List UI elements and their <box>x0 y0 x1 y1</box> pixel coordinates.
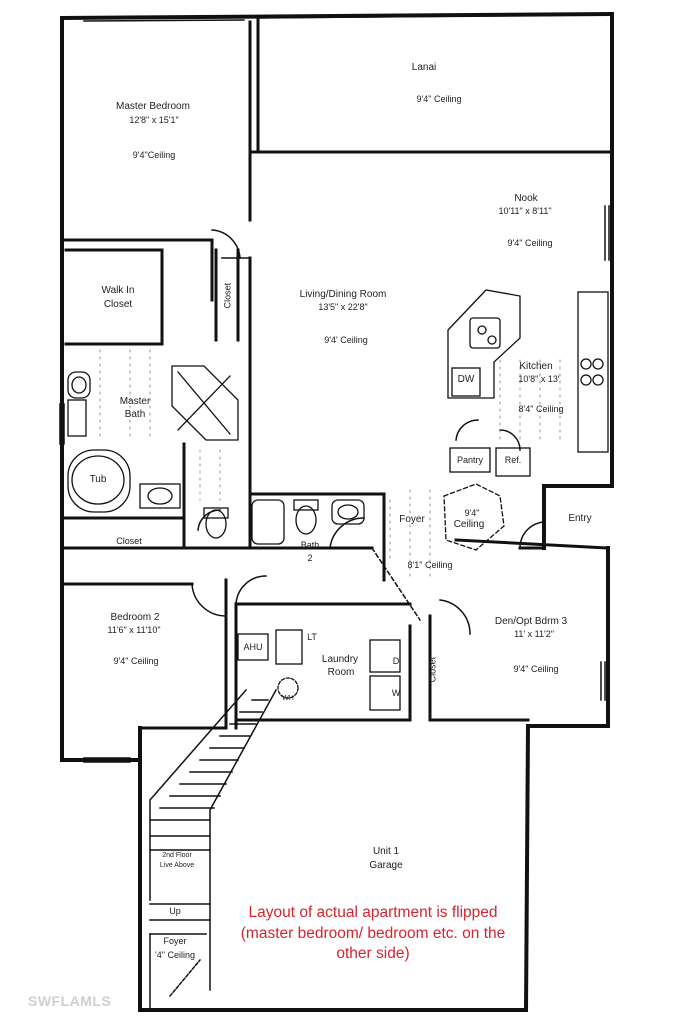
pantry-label: Pantry <box>456 455 483 465</box>
lanai-ceiling: 9'4" Ceiling <box>416 94 462 104</box>
ahu-label: AHU <box>243 642 263 652</box>
interior-walls <box>60 18 614 730</box>
nook-ceiling: 9'4" Ceiling <box>507 238 553 248</box>
laundry-label-1: Laundry <box>321 654 359 665</box>
windows <box>59 14 610 763</box>
master-bedroom-ceiling: 9'4"Ceiling <box>132 150 176 160</box>
watermark: SWFLAMLS <box>28 993 112 1009</box>
walk-in-closet-label-1: Walk In <box>101 285 135 296</box>
master-bath-label-1: Master <box>119 396 151 407</box>
master-bath-label-2: Bath <box>124 409 146 420</box>
kitchen-ceiling: 8'4" Ceiling <box>518 404 564 414</box>
den-label: Den/Opt Bdrm 3 <box>494 616 568 627</box>
living-dining-label: Living/Dining Room <box>299 289 387 300</box>
fixtures <box>67 289 609 711</box>
dishwasher-label: DW <box>457 374 475 385</box>
living-dining-size: 13'5" x 22'8" <box>318 302 368 312</box>
bath2-label-1: Bath <box>300 540 320 550</box>
bedroom2-label: Bedroom 2 <box>110 612 160 623</box>
foyer-lower-label: Foyer <box>163 936 187 946</box>
kitchen-label: Kitchen <box>519 361 553 372</box>
closet-bedroom2-label: Closet <box>116 536 142 546</box>
foyer-lower-ceiling: '4" Ceiling <box>155 950 195 960</box>
walk-in-closet-label-2: Closet <box>103 299 133 310</box>
master-bedroom-label: Master Bedroom <box>116 101 190 112</box>
lanai-label: Lanai <box>411 62 437 73</box>
tub-label: Tub <box>89 474 107 485</box>
staircase <box>149 688 278 1011</box>
kitchen-size: 10'8" x 13' <box>518 374 560 384</box>
flipped-layout-note: Layout of actual apartment is flipped (m… <box>240 904 506 963</box>
laundry-label-2: Room <box>327 667 355 678</box>
foyer-dome-line1: 9'4" <box>464 508 480 518</box>
foyer-label: Foyer <box>399 514 425 525</box>
closet-vertical-label: Closet <box>222 282 233 309</box>
garage-label-2: Garage <box>369 860 403 871</box>
den-size: 11' x 11'2" <box>514 629 554 639</box>
refrigerator-label: Ref. <box>504 455 522 465</box>
bedroom2-ceiling: 9'4" Ceiling <box>113 656 159 666</box>
water-heater-label: WH <box>282 695 294 702</box>
garage-label-1: Unit 1 <box>372 846 400 857</box>
stairs-note-line2: Live Above <box>159 862 195 869</box>
nook-size: 10'11" x 8'11" <box>498 206 552 216</box>
dryer-label: D <box>392 656 400 666</box>
living-dining-ceiling: 9'4' Ceiling <box>324 335 368 345</box>
closet-den-label: Closet <box>427 656 438 683</box>
laundry-tub-label: LT <box>307 632 317 642</box>
master-bedroom-size: 12'8" x 15'1" <box>129 115 179 125</box>
nook-label: Nook <box>514 193 538 204</box>
bedroom2-size: 11'6" x 11'10" <box>107 625 161 635</box>
entry-label: Entry <box>568 513 592 524</box>
stairs-up-label: Up <box>169 906 181 916</box>
foyer-ceiling: 8'1" Ceiling <box>407 560 453 570</box>
stairs-note-line1: 2nd Floor <box>162 852 192 859</box>
bath2-label-2: 2 <box>307 553 313 563</box>
exterior-walls <box>59 11 615 1013</box>
den-ceiling: 9'4" Ceiling <box>513 664 559 674</box>
foyer-dome-line2: Ceiling <box>453 519 485 530</box>
washer-label: W <box>391 688 401 698</box>
